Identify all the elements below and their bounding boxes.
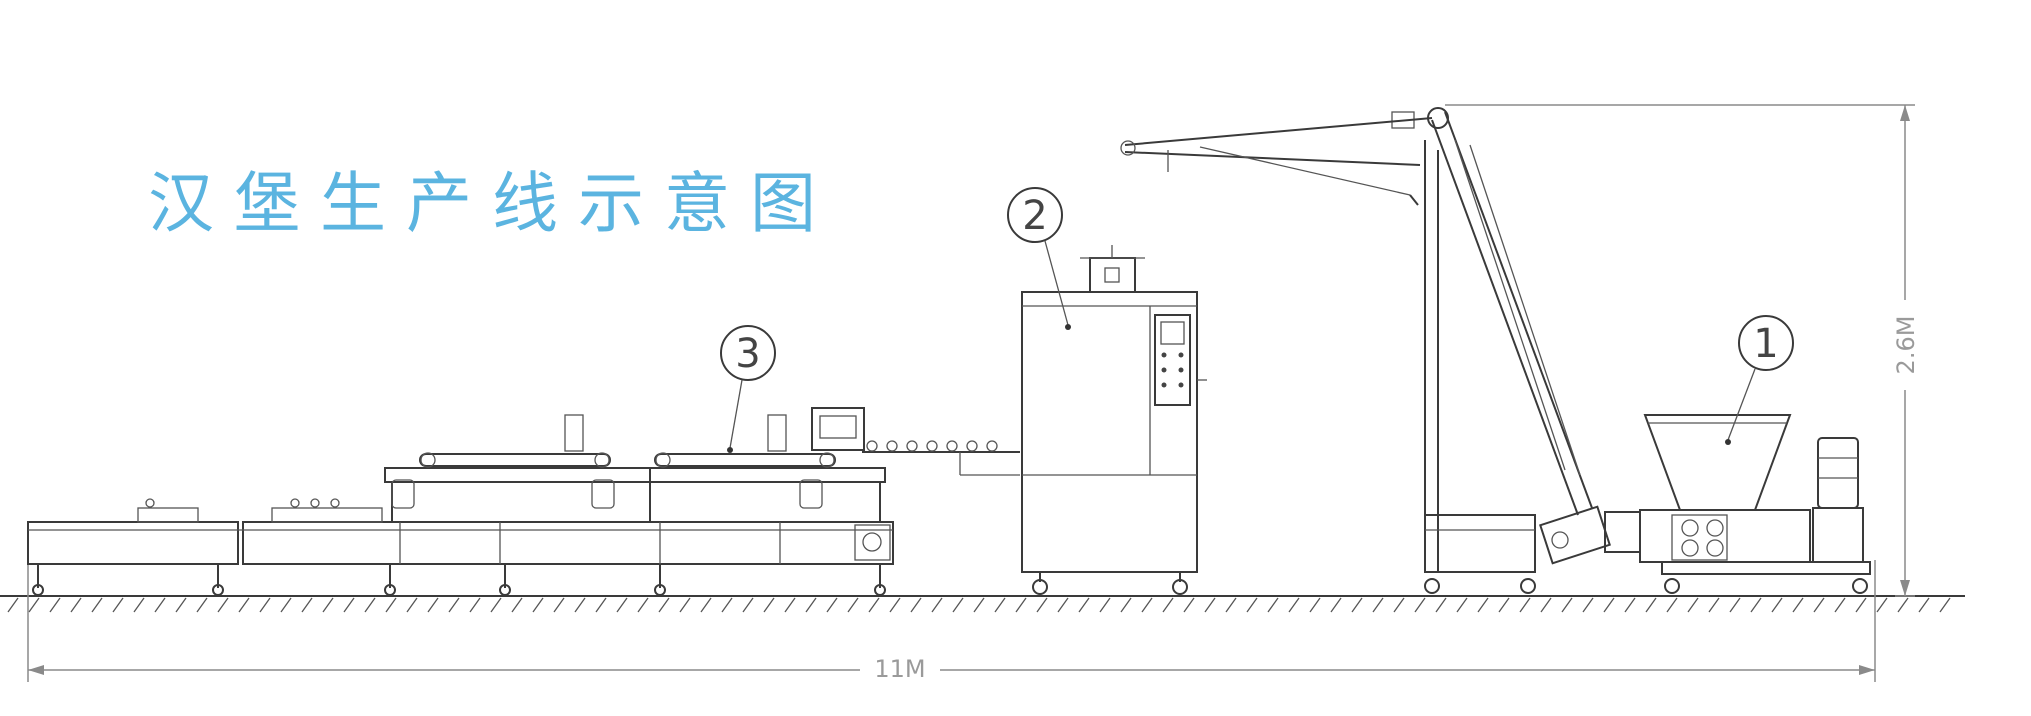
svg-text:1: 1 (1753, 321, 1778, 367)
marker-3: 3 (720, 325, 776, 453)
cabinet-machine (1021, 245, 1207, 595)
height-label: 2.6M (1892, 316, 1920, 375)
marker-2: 2 (1007, 187, 1071, 330)
ground-line (0, 595, 1965, 613)
marker-1: 1 (1725, 315, 1794, 445)
svg-text:2: 2 (1022, 193, 1047, 239)
length-label: 11M (874, 655, 925, 683)
lift-conveyor (1120, 107, 1611, 594)
forming-conveyor-line (27, 407, 1020, 596)
diagram-title: 汉堡生产线示意图 (148, 165, 836, 242)
svg-text:3: 3 (735, 331, 760, 377)
hopper-machine (1604, 414, 1871, 594)
length-dimension: 11M (27, 545, 1876, 686)
height-dimension: 2.6M (1445, 104, 1925, 597)
